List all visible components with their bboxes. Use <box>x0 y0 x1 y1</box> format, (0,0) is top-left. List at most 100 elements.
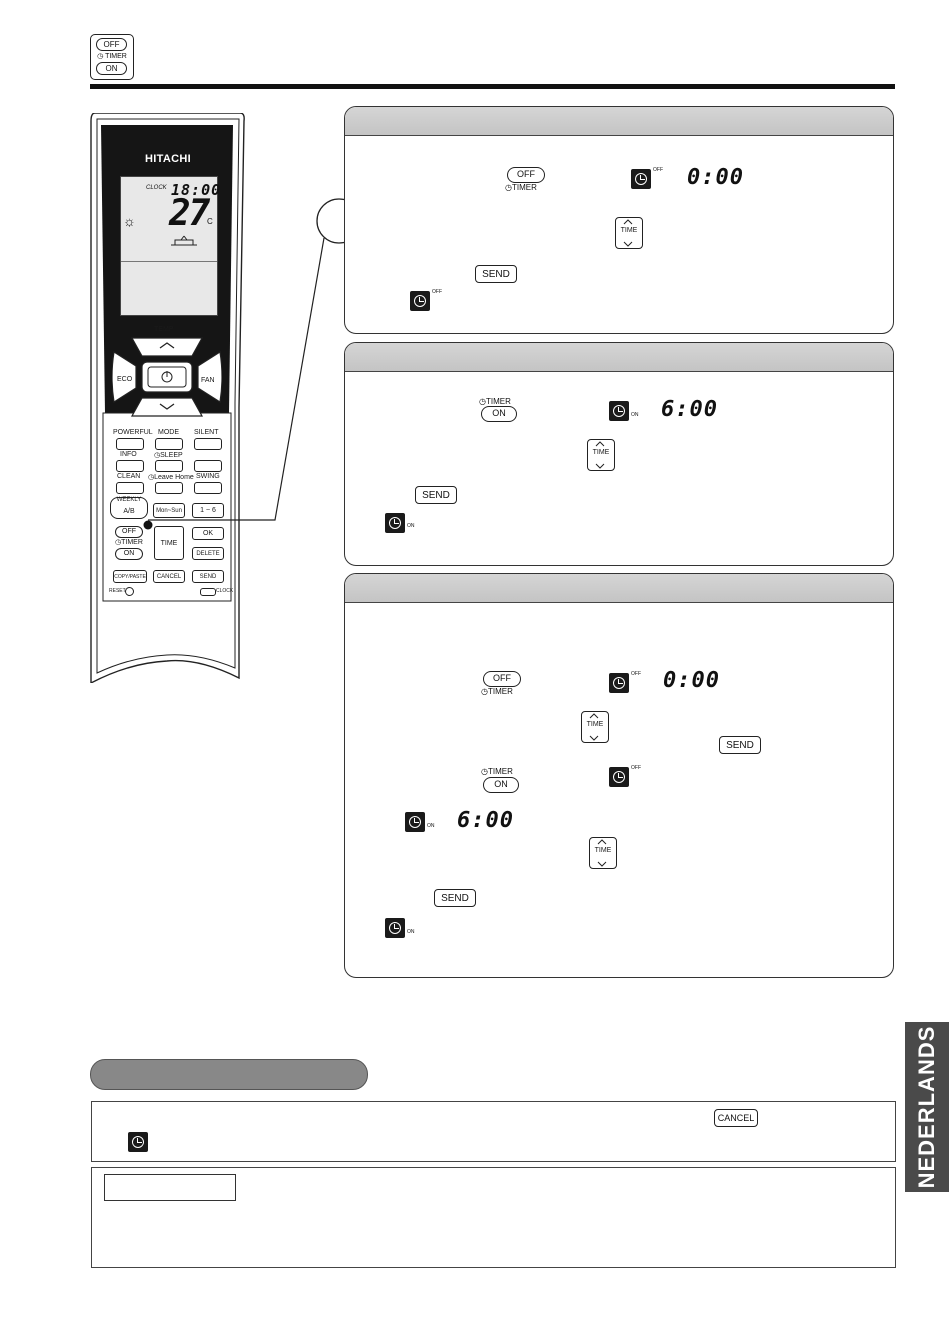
lcd-clock-time: 18:00 <box>171 181 222 199</box>
clean-label: CLEAN <box>117 473 141 480</box>
leave-home-label: ◷Leave Home <box>148 474 194 481</box>
temp-label: TEMP <box>154 326 174 333</box>
reset-button[interactable] <box>125 587 134 596</box>
panel-header-bar <box>345 574 893 603</box>
remote-off-button[interactable]: OFF <box>115 526 143 538</box>
info-button[interactable] <box>116 460 144 472</box>
timer-clock-icon <box>405 812 425 832</box>
remote-brand: HITACHI <box>145 153 191 165</box>
swing-label: SWING <box>196 473 220 480</box>
time-key: TIME <box>589 837 617 869</box>
silent-button[interactable] <box>194 438 222 450</box>
clock-on-tag: ON <box>631 412 639 418</box>
one-six-button[interactable]: 1 ~ 6 <box>192 503 224 518</box>
clock-button[interactable] <box>200 588 216 596</box>
section-heading-pill <box>90 1059 368 1090</box>
clock-on-tag: ON <box>407 523 415 529</box>
language-tab-label: NEDERLANDS <box>914 1025 939 1189</box>
zero-display: 0:00 <box>687 165 744 190</box>
timer-buttons-icon: OFF ◷ TIMER ON <box>90 34 134 80</box>
delete-button[interactable]: DELETE <box>192 547 224 560</box>
send-key: SEND <box>434 889 476 907</box>
ok-button[interactable]: OK <box>192 527 224 540</box>
powerful-label: POWERFUL <box>113 429 153 436</box>
send-key: SEND <box>719 736 761 754</box>
six-display: 6:00 <box>457 808 514 833</box>
swing-louver-icon <box>171 235 197 246</box>
timer-clock-icon <box>385 513 405 533</box>
time-key: TIME <box>587 439 615 471</box>
nav-cluster[interactable] <box>112 336 222 418</box>
powerful-button[interactable] <box>116 438 144 450</box>
remote-lcd: CLOCK 18:00 ☼ 27 C <box>120 176 222 316</box>
language-tab: NEDERLANDS <box>905 1022 949 1192</box>
on-key: ON <box>96 62 127 75</box>
time-key: TIME <box>581 711 609 743</box>
panel-header-bar <box>345 343 893 372</box>
lcd-temp-unit: C <box>207 217 213 226</box>
panel-off-on-timer: OFF ◷TIMER OFF 0:00 TIME SEND ◷TIMER ON … <box>344 573 894 978</box>
weekly-button[interactable]: WEEKLY A/B <box>110 497 148 519</box>
swing-up-button[interactable] <box>194 460 222 472</box>
on-key: ON <box>483 777 519 793</box>
clock-on-tag: ON <box>427 823 435 829</box>
timer-label: ◷TIMER <box>481 687 513 696</box>
timer-clock-icon <box>631 169 651 189</box>
clock-label: CLOCK <box>216 588 234 594</box>
send-key: SEND <box>475 265 517 283</box>
timer-clock-icon <box>609 767 629 787</box>
timer-clock-icon <box>609 401 629 421</box>
panel-header-bar <box>345 107 893 136</box>
off-key: OFF <box>483 671 521 687</box>
timer-label: ◷TIMER <box>479 397 511 406</box>
panel-on-timer: ◷TIMER ON ON 6:00 TIME SEND ON <box>344 342 894 566</box>
clock-on-tag: ON <box>407 929 415 935</box>
off-key: OFF <box>507 167 545 183</box>
mode-label: MODE <box>158 429 179 436</box>
timer-label: ◷ TIMER <box>97 53 127 60</box>
timer-label: ◷TIMER <box>481 767 513 776</box>
copy-paste-button[interactable]: COPY/PASTE <box>113 570 147 583</box>
swing-button[interactable] <box>194 482 222 494</box>
timer-clock-icon <box>609 673 629 693</box>
reset-label: RESET <box>109 588 126 594</box>
remote-time-button[interactable]: TIME <box>154 526 184 560</box>
timer-clock-icon <box>410 291 430 311</box>
callout-leader <box>143 198 362 530</box>
timer-clock-icon <box>128 1132 148 1152</box>
mon-sun-button[interactable]: Mon~Sun <box>153 503 185 518</box>
remote-on-button[interactable]: ON <box>115 548 143 560</box>
lcd-clock-label: CLOCK <box>146 185 167 191</box>
remote-send-button[interactable]: SEND <box>192 570 224 583</box>
timer-clock-icon <box>385 918 405 938</box>
fan-label: FAN <box>201 377 215 384</box>
mode-button[interactable] <box>155 438 183 450</box>
info-label: INFO <box>120 451 137 458</box>
remote-cancel-button[interactable]: CANCEL <box>153 570 185 583</box>
send-key: SEND <box>415 486 457 504</box>
note-label-box <box>104 1174 236 1201</box>
clock-off-tag: OFF <box>432 289 442 295</box>
timer-label: ◷TIMER <box>505 183 537 192</box>
cancel-info-box: CANCEL <box>91 1101 896 1162</box>
cancel-key: CANCEL <box>714 1109 758 1127</box>
sun-icon: ☼ <box>123 213 136 229</box>
panel-off-timer: OFF ◷TIMER OFF 0:00 TIME SEND OFF <box>344 106 894 334</box>
clock-off-tag: OFF <box>653 167 663 173</box>
off-key: OFF <box>96 38 127 51</box>
sleep-label: ◷SLEEP <box>154 452 183 459</box>
remote-timer-label: ◷TIMER <box>115 539 143 546</box>
zero-display: 0:00 <box>663 668 720 693</box>
header-rule <box>90 84 895 89</box>
on-key: ON <box>481 406 517 422</box>
clean-button[interactable] <box>116 482 144 494</box>
leave-home-button[interactable] <box>155 482 183 494</box>
clock-off-tag: OFF <box>631 765 641 771</box>
sleep-button[interactable] <box>155 460 183 472</box>
time-key: TIME <box>615 217 643 249</box>
clock-off-tag: OFF <box>631 671 641 677</box>
eco-label: ECO <box>117 376 133 383</box>
lcd-temperature: 27 <box>169 193 210 234</box>
silent-label: SILENT <box>194 429 219 436</box>
six-display: 6:00 <box>661 397 718 422</box>
